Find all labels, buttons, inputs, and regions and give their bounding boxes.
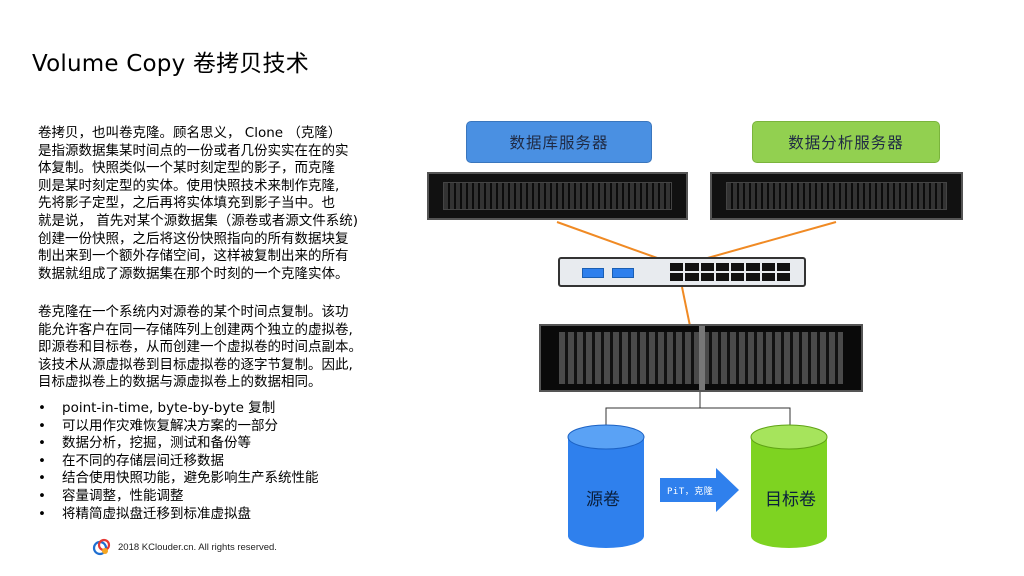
text-line: 先将影子定型，之后再将实体填充到影子当中。也 [38, 195, 335, 212]
text-line: 就是说， 首先对某个源数据集（源卷或者源文件系统) [38, 212, 359, 229]
kclouder-logo-icon [92, 538, 111, 556]
db-link [556, 221, 661, 260]
source-connector [605, 392, 701, 428]
analytics-server-label: 数据分析服务器 [752, 121, 940, 163]
text-line: 卷克隆在一个系统内对源卷的某个时间点复制。该功 [38, 304, 349, 320]
target-volume-icon [750, 424, 828, 548]
page-title: Volume Copy 卷拷贝技术 [32, 51, 309, 77]
text-line: 该技术从源虚拟卷到目标虚拟卷的逐字节复制。因此, [38, 356, 353, 373]
target-connector [699, 392, 791, 428]
pit-clone-arrow-icon [660, 468, 739, 512]
text-line: 数据就组成了源数据集在那个时刻的一个克隆实体。 [38, 265, 349, 282]
text-line: 能允许客户在同一存储阵列上创建两个独立的虚拟卷, [38, 321, 353, 338]
text-line: 制出来到一个额外存储空间，这样被复制出来的所有 [38, 248, 349, 265]
database-server-rack-icon [427, 172, 688, 220]
text-line: 即源卷和目标卷，从而创建一个虚拟卷的时间点副本。 [38, 339, 362, 356]
list-item: 将精简虚拟盘迁移到标准虚拟盘 [36, 506, 396, 524]
clone-definition-paragraph: 卷拷贝，也叫卷克隆。顾名思义， Clone （克隆） 是指源数据集某时间点的一份… [38, 125, 390, 283]
copyright-text: 2018 KClouder.cn. All rights reserved. [118, 541, 277, 553]
list-item: 结合使用快照功能，避免影响生产系统性能 [36, 470, 396, 488]
list-item: 数据分析，挖掘，测试和备份等 [36, 435, 396, 453]
feature-list: point-in-time, byte-by-byte 复制 可以用作灾难恢复解… [36, 400, 396, 523]
clone-usage-paragraph: 卷克隆在一个系统内对源卷的某个时间点复制。该功 能允许客户在同一存储阵列上创建两… [38, 304, 390, 392]
network-switch-icon [558, 257, 806, 287]
list-item: point-in-time, byte-by-byte 复制 [36, 400, 396, 418]
footer: 2018 KClouder.cn. All rights reserved. [92, 537, 277, 557]
analytics-server-rack-icon [710, 172, 963, 220]
text-line: 创建一份快照，之后将这份快照指向的所有数据块复 [38, 230, 349, 247]
text-line: 体复制。快照类似一个某时刻定型的影子，而克隆 [38, 160, 335, 177]
storage-array-icon [539, 324, 863, 392]
text-line: 目标虚拟卷上的数据与源虚拟卷上的数据相同。 [38, 374, 322, 391]
text-line: 卷拷贝，也叫卷克隆。顾名思义， Clone （克隆） [38, 125, 342, 141]
pit-clone-label: PiT，克隆 [667, 487, 714, 497]
database-server-label: 数据库服务器 [466, 121, 652, 163]
storage-link [681, 286, 691, 327]
text-line: 是指源数据集某时间点的一份或者几份实实在在的实 [38, 142, 349, 159]
list-item: 在不同的存储层间迁移数据 [36, 453, 396, 471]
target-volume-label: 目标卷 [765, 490, 816, 510]
list-item: 容量调整，性能调整 [36, 488, 396, 506]
analytics-link [703, 221, 837, 260]
text-line: 则是某时刻定型的实体。使用快照技术来制作克隆, [38, 177, 340, 194]
list-item: 可以用作灾难恢复解决方案的一部分 [36, 418, 396, 436]
source-volume-label: 源卷 [586, 490, 620, 510]
source-volume-icon [567, 424, 645, 548]
